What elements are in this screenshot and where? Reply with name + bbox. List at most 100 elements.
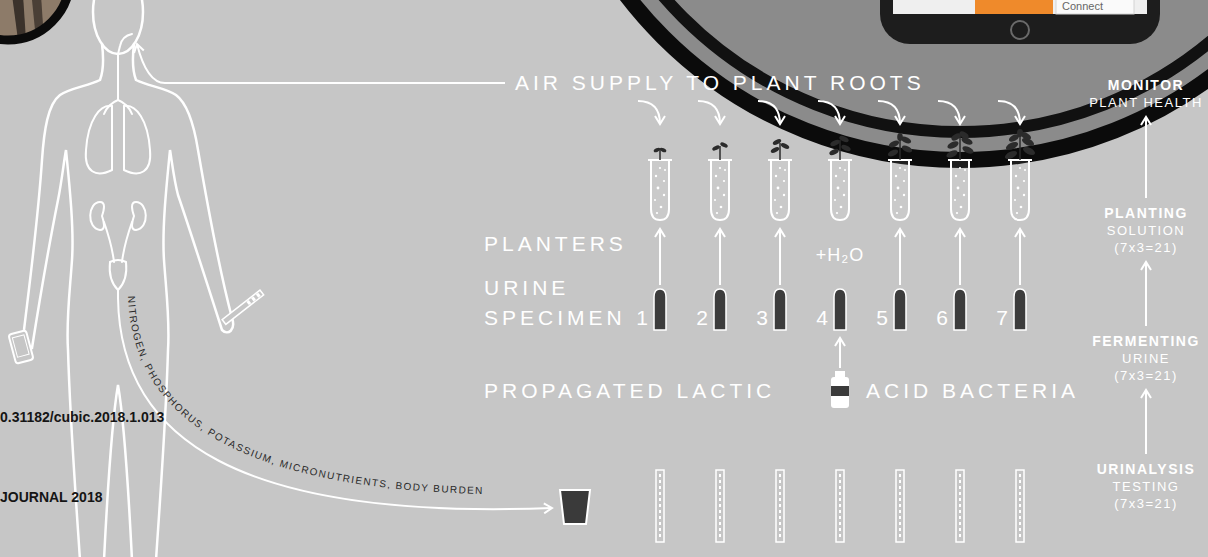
seedling-stem xyxy=(1019,134,1021,160)
seedling xyxy=(887,133,913,160)
process-step: MONITORPLANT HEALTH xyxy=(1084,70,1208,117)
air-arrow xyxy=(878,101,900,124)
lung xyxy=(124,106,150,174)
step-heading: URINALYSIS xyxy=(1087,460,1205,478)
test-strip xyxy=(656,470,664,542)
step-detail: SOLUTION (7x3=21) xyxy=(1104,222,1188,256)
row-label: PROPAGATED LACTIC xyxy=(484,376,775,406)
leaf xyxy=(901,144,913,154)
planter-tube xyxy=(1008,160,1032,220)
test-strip xyxy=(836,470,844,542)
planter-tube xyxy=(768,160,792,220)
leaf xyxy=(772,138,782,146)
body-outline xyxy=(23,44,103,557)
strip-body xyxy=(222,290,264,324)
airway xyxy=(118,34,132,100)
leaf xyxy=(770,146,780,154)
photo-fill xyxy=(0,0,80,50)
process-step: PLANTINGSOLUTION (7x3=21) xyxy=(1087,198,1205,262)
person-photo xyxy=(0,0,80,50)
step-detail: TESTING (7x3=21) xyxy=(1104,478,1188,512)
seedling-stem xyxy=(899,138,901,160)
phone-body xyxy=(880,0,1160,44)
air-arrow xyxy=(998,101,1020,124)
specimen-tube xyxy=(834,289,846,330)
bottle-body xyxy=(831,377,849,408)
bronchi xyxy=(104,100,132,114)
leaf xyxy=(946,140,959,151)
flow-arrow xyxy=(1145,262,1147,326)
phone-photo xyxy=(500,0,1208,200)
leaf xyxy=(720,141,729,148)
leaf xyxy=(659,147,667,153)
strip-pad xyxy=(251,296,256,301)
air-arrow xyxy=(758,101,780,124)
step-heading: PLANTING xyxy=(1087,204,1205,222)
seedling xyxy=(828,135,851,160)
leaf xyxy=(653,147,661,153)
air-arrow xyxy=(698,101,720,124)
air-arrow xyxy=(818,101,840,124)
seedling xyxy=(945,130,974,160)
planter-tube xyxy=(888,160,912,220)
water-label: +H₂O xyxy=(805,243,875,267)
specimen-tube xyxy=(714,289,726,330)
leaf xyxy=(1017,129,1023,137)
specimen-number: 4 xyxy=(814,303,830,333)
app-button xyxy=(975,0,1053,14)
ureter xyxy=(104,222,132,262)
app-button xyxy=(1056,0,1134,14)
photo-frame xyxy=(0,0,70,40)
test-strip xyxy=(956,470,964,542)
seedling xyxy=(1004,129,1036,161)
seedling-stem xyxy=(839,140,841,160)
leaf xyxy=(1004,149,1018,160)
phone-screen xyxy=(12,335,29,357)
seedling xyxy=(653,147,667,160)
up-arrow xyxy=(780,229,781,285)
row-label: ACID BACTERIA xyxy=(866,376,1079,406)
kidney xyxy=(90,202,104,230)
step-detail: PLANT HEALTH xyxy=(1084,94,1208,111)
test-strip xyxy=(716,470,724,542)
specimen-tube xyxy=(1014,289,1026,330)
specimen-number: 3 xyxy=(754,303,770,333)
specimen-number: 5 xyxy=(874,303,890,333)
leaf xyxy=(838,135,849,144)
specimen-number: 2 xyxy=(694,303,710,333)
row-label: PLANTERS xyxy=(484,229,627,259)
strip-pad xyxy=(256,293,261,298)
bladder xyxy=(110,260,127,290)
leaf xyxy=(829,139,840,148)
test-strip xyxy=(1016,470,1024,542)
step-detail: URINE (7x3=21) xyxy=(1104,350,1188,384)
leaf xyxy=(712,144,721,151)
specimen-tube xyxy=(774,289,786,330)
test-strip xyxy=(776,470,784,542)
air-line xyxy=(137,44,505,83)
seedling-stem xyxy=(959,136,961,160)
air-arrow xyxy=(938,101,960,124)
planter-tube xyxy=(828,160,852,220)
planter-tube xyxy=(708,160,732,220)
process-step: FERMENTINGURINE (7x3=21) xyxy=(1087,326,1205,390)
up-arrow xyxy=(900,229,901,285)
leaf xyxy=(961,145,974,156)
leaf xyxy=(958,130,969,140)
lung xyxy=(86,106,112,174)
leaf xyxy=(780,142,790,150)
leaf xyxy=(1005,140,1019,151)
seedling-stem xyxy=(659,150,661,160)
up-arrow xyxy=(660,229,661,285)
phone-icon xyxy=(8,330,33,364)
head-outline xyxy=(93,0,143,54)
seedlings xyxy=(653,129,1036,161)
bottle-label xyxy=(831,386,849,396)
leaf xyxy=(888,139,900,149)
flow-arrow xyxy=(1145,117,1147,198)
kidney xyxy=(132,202,146,230)
photo-arc xyxy=(568,0,1208,132)
planter-tube xyxy=(948,160,972,220)
seedling xyxy=(712,141,729,160)
